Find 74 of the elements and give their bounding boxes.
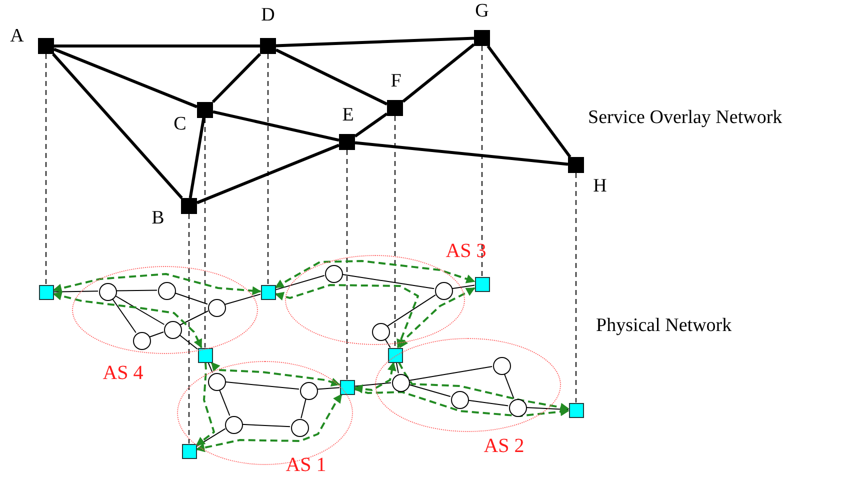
link-line (52, 53, 183, 199)
gateway-square (568, 402, 584, 418)
link-line (208, 362, 213, 374)
link-line (354, 141, 568, 166)
link-line (116, 290, 158, 292)
link-line (174, 292, 208, 305)
path-arrow (398, 362, 570, 412)
node-label: D (261, 6, 275, 24)
node-label: A (10, 26, 24, 46)
gateway-square (260, 284, 276, 300)
node-label: E (342, 106, 354, 124)
link-line (224, 381, 300, 390)
link-line (402, 43, 475, 103)
gateway-square (38, 284, 54, 300)
layer-label: Service Overlay Network (588, 108, 782, 127)
link-line (451, 284, 475, 290)
link-line (526, 407, 569, 410)
region-label: AS 1 (286, 455, 326, 475)
link-line (276, 36, 474, 48)
link-line (224, 294, 261, 305)
link-line (53, 290, 98, 292)
link-line (178, 334, 198, 350)
link-line (218, 388, 230, 416)
path-arrow (274, 284, 419, 348)
projection-line (394, 116, 396, 348)
link-line (149, 332, 164, 338)
link-line (114, 295, 165, 325)
link-line (54, 44, 260, 48)
node-label: H (593, 176, 607, 196)
link-line (275, 275, 325, 290)
region-label: AS 2 (484, 436, 524, 456)
link-line (316, 387, 340, 390)
node-label: B (152, 208, 164, 228)
link-line (112, 298, 136, 334)
link-line (196, 144, 340, 204)
link-line (242, 424, 290, 428)
gateway-square (474, 276, 490, 292)
link-line (504, 372, 514, 400)
link-line (387, 294, 436, 327)
gateway-square (198, 348, 212, 362)
link-line (408, 366, 493, 381)
path-arrow (52, 273, 262, 296)
path-arrow (274, 260, 476, 288)
region-label: AS 3 (446, 241, 486, 261)
path-arrow (196, 362, 215, 446)
link-line (354, 382, 392, 387)
link-line (212, 52, 262, 104)
link-line (467, 400, 509, 406)
node-label: G (475, 2, 489, 20)
link-line (196, 428, 226, 447)
link-line (53, 48, 198, 108)
path-arrow (354, 388, 570, 417)
projection-line (188, 214, 190, 444)
path-arrow (210, 362, 340, 386)
link-line (341, 274, 435, 290)
link-line (180, 310, 208, 326)
projection-line (204, 118, 206, 348)
link-line (408, 384, 451, 397)
node-label: C (174, 114, 186, 134)
path-arrow (399, 287, 476, 348)
link-line (486, 45, 572, 158)
link-line (300, 398, 306, 419)
projection-line (346, 150, 348, 380)
link-line (354, 112, 388, 138)
path-arrow (52, 292, 202, 348)
link-line (212, 110, 340, 142)
link-line (396, 362, 399, 374)
link-line (275, 48, 388, 106)
region-label: AS 4 (102, 363, 144, 383)
layer-label: Physical Network (596, 316, 732, 335)
node-label: F (390, 72, 402, 90)
path-arrow (354, 362, 396, 394)
link-line (188, 118, 206, 198)
path-arrow (196, 394, 342, 452)
